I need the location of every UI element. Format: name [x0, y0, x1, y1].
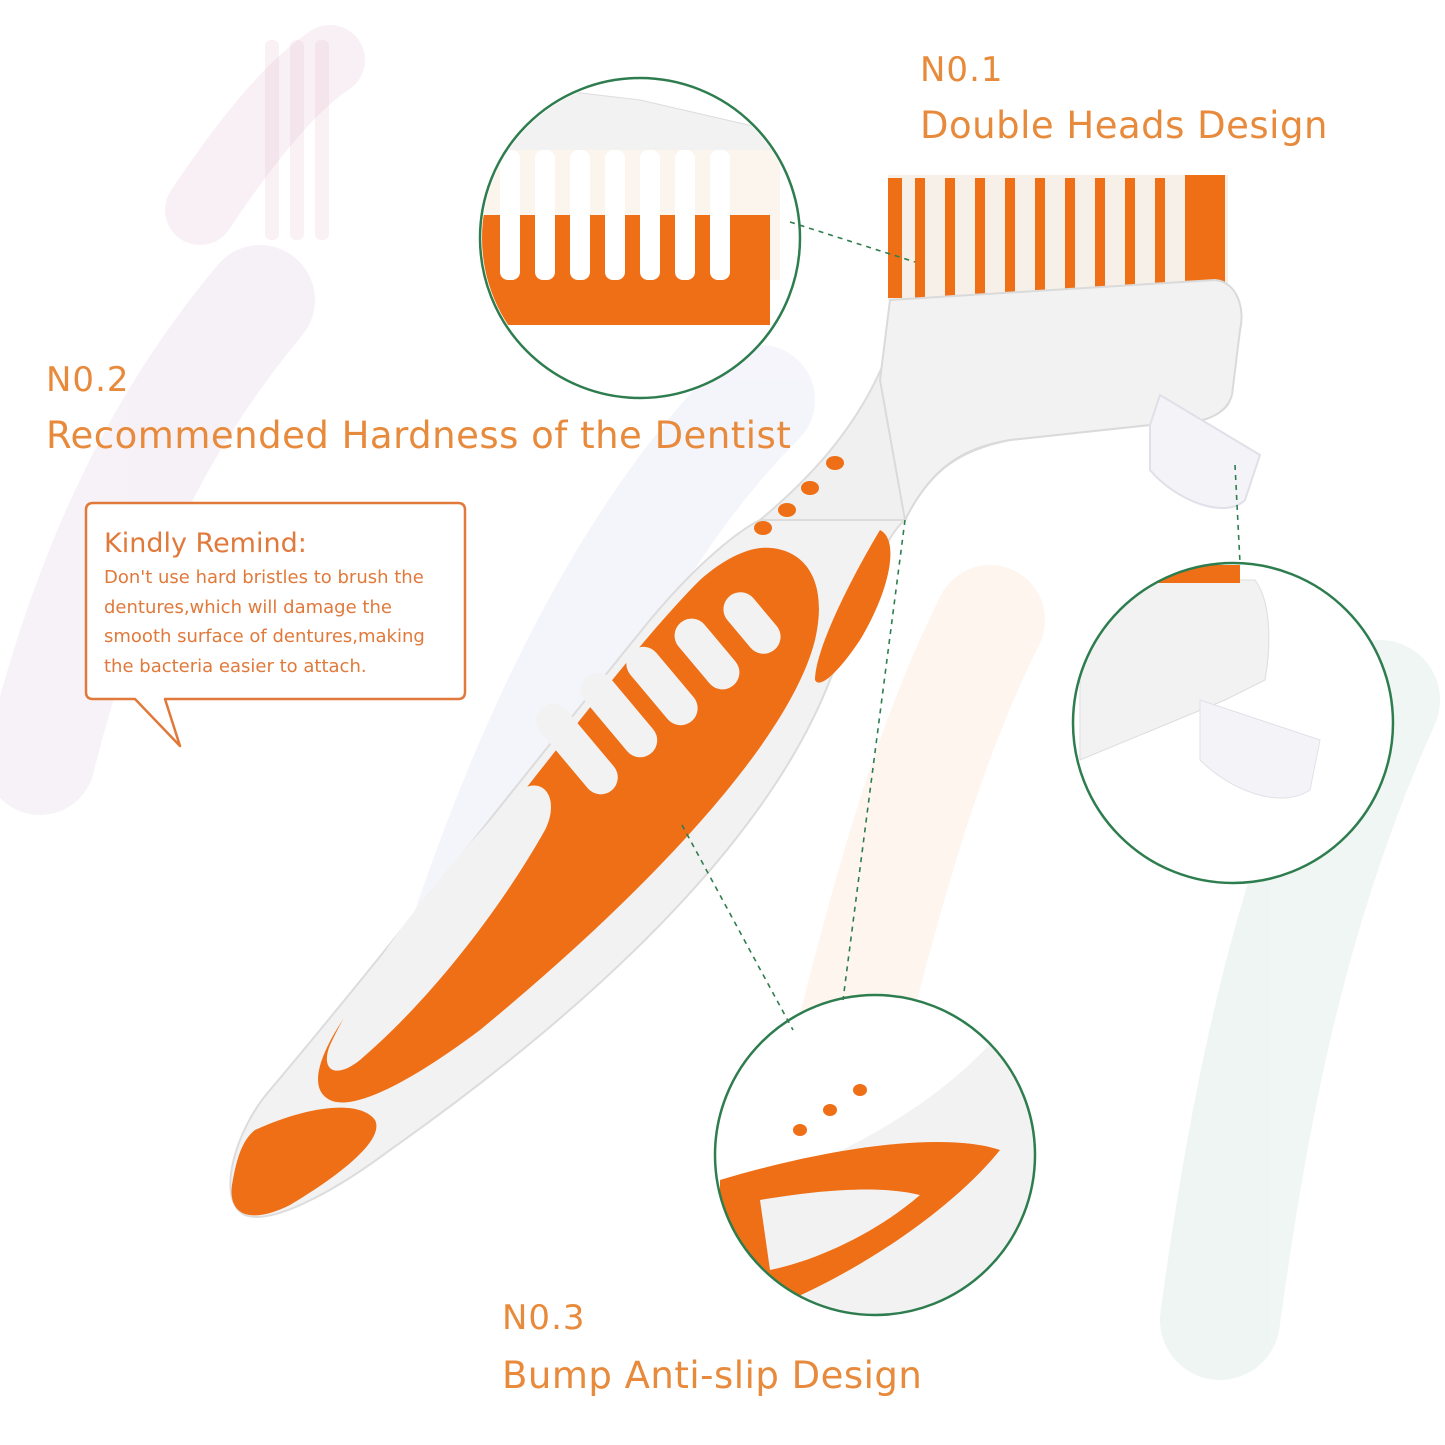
detail-magnifier-circle	[713, 993, 1037, 1317]
reminder-line: Don't use hard bristles to brush the	[104, 567, 424, 588]
detail-magnifier-circle	[478, 76, 802, 400]
reminder-line: smooth surface of dentures,making	[104, 626, 425, 647]
reminder-body: Don't use hard bristles to brush the den…	[104, 563, 456, 681]
feature-1-title: Double Heads Design	[920, 104, 1328, 147]
feature-2-title: Recommended Hardness of the Dentist	[46, 414, 792, 457]
reminder-line: dentures,which will damage the	[104, 596, 392, 618]
feature-1-number: N0.1	[920, 50, 1004, 90]
feature-2-number: N0.2	[46, 360, 130, 400]
feature-3-number: N0.3	[502, 1298, 586, 1338]
detail-magnifier-circle	[1071, 561, 1395, 885]
reminder-line: the bacteria easier to attach.	[104, 655, 367, 677]
feature-3-title: Bump Anti-slip Design	[502, 1354, 923, 1397]
reminder-title: Kindly Remind:	[104, 528, 307, 559]
